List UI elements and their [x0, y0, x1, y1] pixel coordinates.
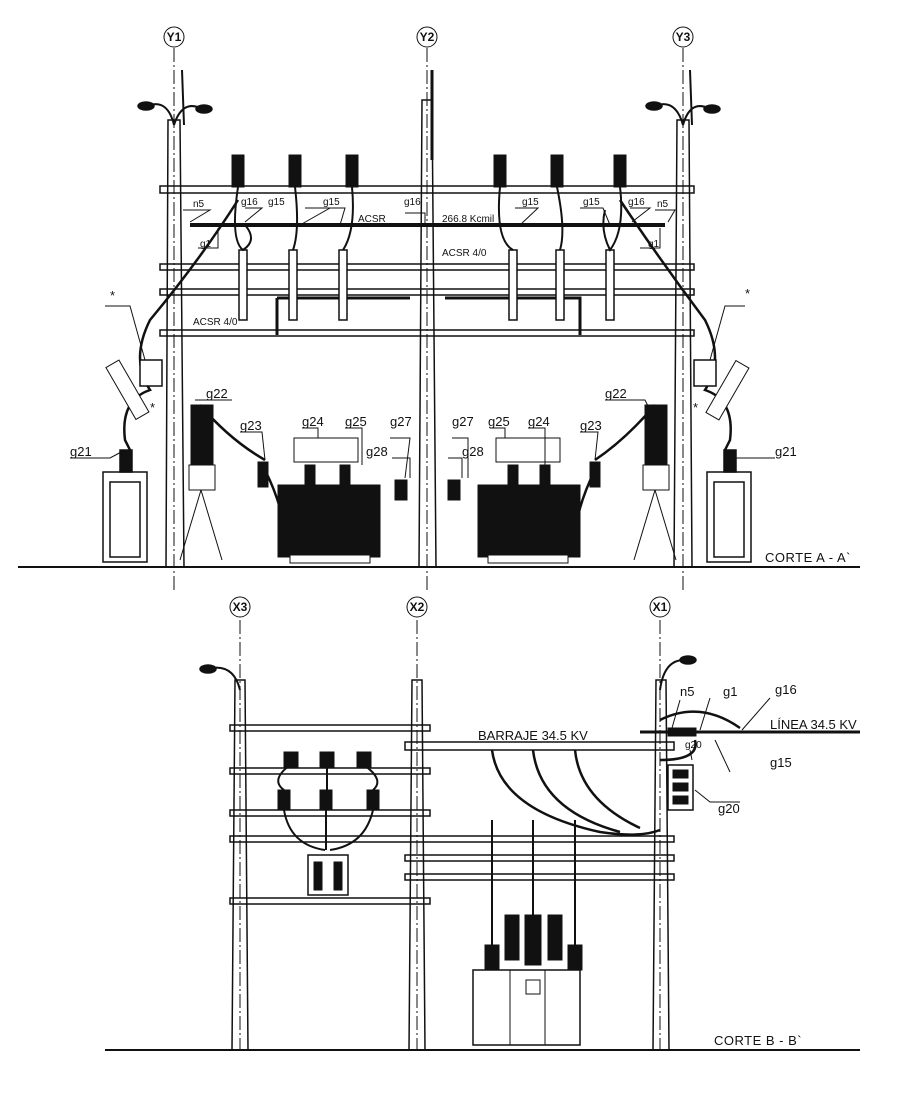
axis-label-y2: Y2: [420, 30, 435, 44]
section-b-title: CORTE B - B`: [714, 1033, 802, 1048]
line-insulators-b: [667, 727, 697, 811]
beams-a: [159, 185, 695, 337]
label-g28-left: g28: [366, 444, 388, 459]
axis-label-y3: Y3: [676, 30, 691, 44]
label-n5-b: n5: [680, 684, 694, 699]
label-star-1: *: [110, 288, 115, 303]
label-g22-left: g22: [206, 386, 228, 401]
axis-label-y1: Y1: [167, 30, 182, 44]
label-g1-left: g1: [200, 239, 212, 250]
label-g22-right: g22: [605, 386, 627, 401]
label-g25-left: g25: [345, 414, 367, 429]
label-g15-b: g15: [323, 197, 340, 208]
label-g15-b: g15: [770, 755, 792, 770]
label-g25-right: g25: [488, 414, 510, 429]
section-a: Y1 Y2 Y3: [18, 26, 860, 592]
label-g15-d: g15: [583, 197, 600, 208]
label-kcmil: 266.8 Kcmil: [442, 214, 494, 225]
label-g23-right: g23: [580, 418, 602, 433]
cabinets-a: [102, 449, 752, 563]
axis-label-x2: X2: [410, 600, 425, 614]
switchgear-b: [277, 751, 380, 896]
label-g15-c: g15: [522, 197, 539, 208]
label-g15-a: g15: [268, 197, 285, 208]
label-n5-left: n5: [193, 199, 205, 210]
label-star-2: *: [150, 400, 155, 415]
label-g23-left: g23: [240, 418, 262, 433]
label-acsr40-center: ACSR 4/0: [442, 248, 487, 259]
label-acsr40-left: ACSR 4/0: [193, 317, 238, 328]
label-g20-a: g20: [685, 740, 702, 751]
label-g16-b: g16: [775, 682, 797, 697]
labels-b-text: BARRAJE 34.5 KV LÍNEA 34.5 KV n5 g1 g16 …: [478, 682, 857, 1048]
label-g28-right: g28: [462, 444, 484, 459]
axis-label-x3: X3: [233, 600, 248, 614]
label-star-4: *: [693, 400, 698, 415]
label-g21-right: g21: [775, 444, 797, 459]
axis-bubbles-top: Y1 Y2 Y3: [163, 26, 694, 48]
bushing-columns: [179, 404, 677, 561]
label-g27-right: g27: [452, 414, 474, 429]
poles-b: [199, 655, 697, 1051]
section-b: X3 X2 X1: [105, 596, 860, 1051]
label-acsr: ACSR: [358, 214, 386, 225]
labels-a: [70, 207, 775, 479]
label-g24-left: g24: [302, 414, 324, 429]
labels-b: [671, 697, 771, 803]
section-a-title: CORTE A - A`: [765, 550, 851, 565]
power-transformers: [257, 437, 601, 564]
label-barraje: BARRAJE 34.5 KV: [478, 728, 588, 743]
label-g24-right: g24: [528, 414, 550, 429]
disconnect-switches: [234, 186, 623, 321]
axis-bubbles-bottom: X3 X2 X1: [229, 596, 671, 618]
poles-a: [137, 69, 721, 568]
label-g21-left: g21: [70, 444, 92, 459]
label-g27-left: g27: [390, 414, 412, 429]
label-g20-b: g20: [718, 801, 740, 816]
label-star-3: *: [745, 286, 750, 301]
label-g1-b: g1: [723, 684, 737, 699]
label-g16-left: g16: [241, 197, 258, 208]
label-g16-right: g16: [628, 197, 645, 208]
axis-label-x1: X1: [653, 600, 668, 614]
labels-a-text: n5 g16 g15 g15 g16 ACSR 266.8 Kcmil ACSR…: [70, 197, 851, 565]
side-switches: [105, 359, 750, 421]
label-linea: LÍNEA 34.5 KV: [770, 717, 857, 732]
breakers-b: [472, 914, 583, 1046]
label-g16-center: g16: [404, 197, 421, 208]
busbar-drops: [490, 710, 741, 945]
label-g1-right: g1: [648, 239, 660, 250]
label-n5-right: n5: [657, 199, 669, 210]
top-insulators: [231, 154, 627, 188]
